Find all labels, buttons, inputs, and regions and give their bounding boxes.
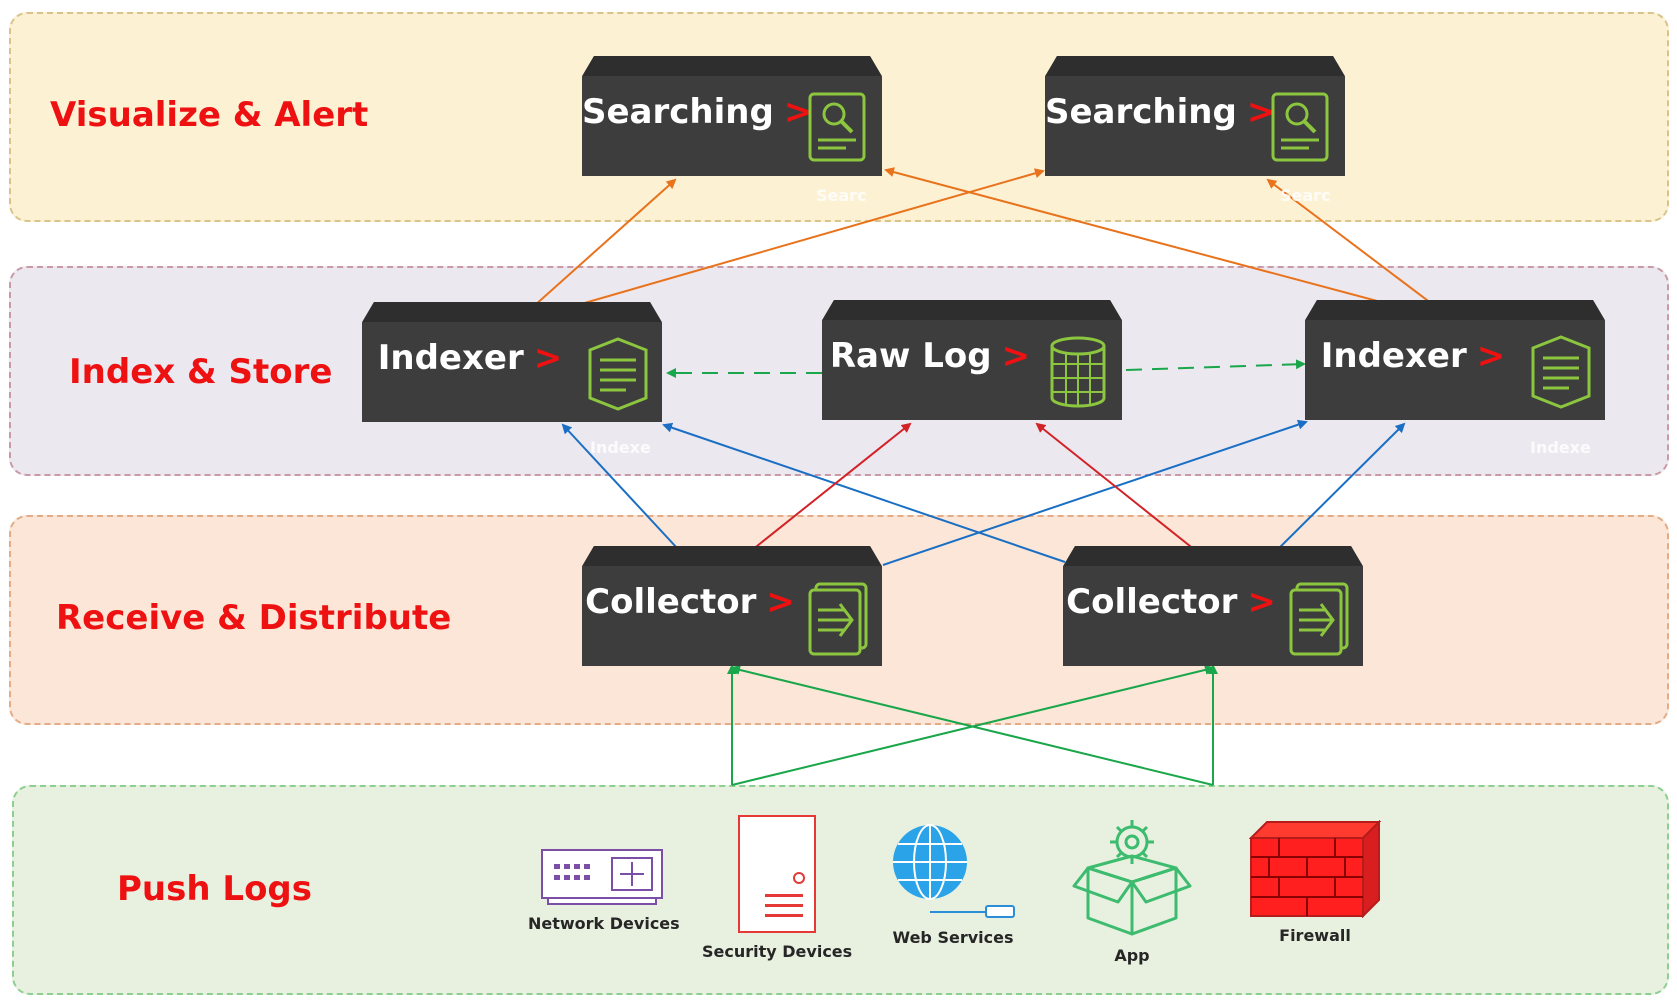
link-searching2-indexer2 [1266,178,1458,324]
search-report-icon [808,92,866,162]
link-collector2-rawlog [1035,422,1211,563]
node-searching-2[interactable]: Searching> [1045,56,1345,176]
source-network-devices: Network Devices [528,848,680,933]
node-indexer-2[interactable]: Indexer> [1305,300,1605,420]
ghost-label-indexer-1: Indexe [590,438,651,457]
node-collector-1[interactable]: Collector> [582,546,882,666]
app-package-icon [1072,820,1192,936]
lane-push-logs [12,785,1669,995]
node-searching-1[interactable]: Searching> [582,56,882,176]
source-label: Network Devices [528,914,680,933]
link-collector1-indexer1 [561,423,691,563]
index-document-icon [1531,335,1591,409]
layer-title-index: Index & Store [69,352,333,392]
node-label: Indexer [377,338,524,378]
ghost-label-indexer-2: Indexe [1530,438,1591,457]
chevron-icon: > [1001,336,1031,376]
link-collector2-indexer2 [1264,422,1406,563]
source-web-services: Web Services [878,822,1028,947]
node-raw-log[interactable]: Raw Log> [822,300,1122,420]
source-label: Web Services [892,928,1014,947]
index-document-icon [588,337,648,411]
search-report-icon [1271,92,1329,162]
link-searching1-indexer2 [884,167,1458,325]
node-collector-2[interactable]: Collector> [1063,546,1363,666]
security-appliance-icon [738,815,816,933]
link-rawlog-indexer2 [1125,359,1306,371]
firewall-icon [1249,820,1381,918]
node-label: Searching [582,92,774,132]
database-icon [1050,336,1106,408]
link-collector1-rawlog [736,422,912,563]
chevron-icon: > [533,338,563,378]
source-firewall: Firewall [1240,820,1390,945]
node-label: Raw Log [829,336,992,376]
source-app: App [1052,814,1212,965]
source-label: App [1114,946,1150,965]
collector-inbox-icon [808,582,868,656]
chevron-icon: > [766,582,795,622]
node-label: Searching [1045,92,1237,132]
link-collector2-indexer1 [662,422,1066,563]
source-security-devices: Security Devices [702,814,852,961]
node-label: Collector [1066,582,1238,622]
layer-title-receive: Receive & Distribute [56,598,452,638]
node-label: Indexer [1320,336,1467,376]
collector-inbox-icon [1289,582,1349,656]
link-searching1-indexer1 [513,178,677,325]
layer-title-visualize: Visualize & Alert [50,95,369,135]
chevron-icon: > [783,92,813,132]
layer-title-push: Push Logs [117,869,313,909]
node-indexer-1[interactable]: Indexer> [362,302,662,422]
ghost-label-searching-1: Searc [816,186,867,205]
source-label: Security Devices [702,942,853,961]
network-switch-icon [541,849,663,905]
chevron-icon: > [1246,92,1276,132]
source-label: Firewall [1279,926,1351,945]
globe-icon [893,824,1015,918]
chevron-icon: > [1476,336,1506,376]
link-collector1-indexer2 [882,419,1308,566]
chevron-icon: > [1247,582,1276,622]
ghost-label-searching-2: Searc [1280,186,1331,205]
node-label: Collector [585,582,757,622]
